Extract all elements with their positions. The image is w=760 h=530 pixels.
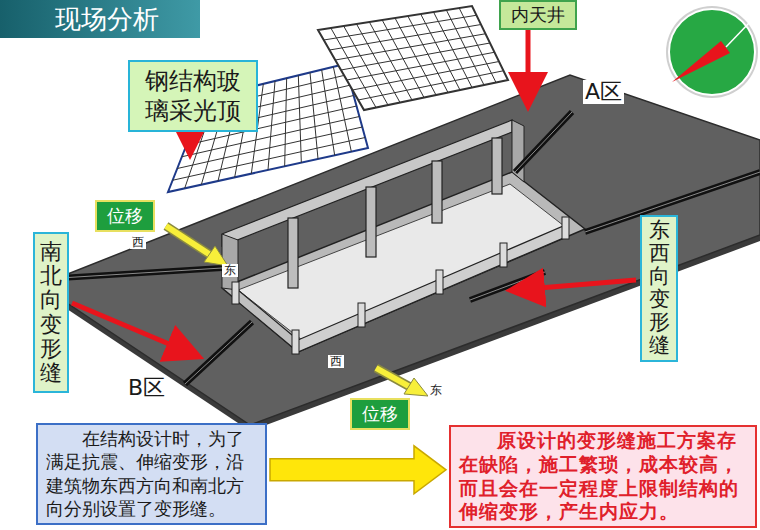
node-text: 东西向变形缝: [649, 219, 670, 358]
node-text: 位移: [356, 403, 404, 425]
direction-label: 西: [130, 236, 146, 249]
title-text: 现场分析: [55, 0, 200, 38]
zone-label: B区: [126, 376, 167, 400]
direction-label: 西: [328, 355, 344, 368]
node-text: 原设计的变形缝施工方案存在缺陷，施工繁琐，成本较高，而且会在一定程度上限制结构的…: [459, 429, 747, 524]
vertical-callout: 南北向变形缝: [33, 232, 69, 393]
displacement-arrows: [166, 226, 428, 396]
node-text: 位移: [101, 205, 149, 227]
node-text: 内天井: [505, 4, 571, 26]
block-arrow: [270, 446, 446, 494]
vertical-callout: 东西向变形缝: [640, 215, 678, 362]
title-banner: 现场分析: [0, 0, 200, 38]
left-parapet: [238, 290, 298, 352]
callout-box: 内天井: [499, 0, 577, 30]
displacement-tag: 位移: [350, 398, 410, 430]
zone-label: A区: [583, 80, 624, 104]
courtyard-wall: [222, 172, 585, 352]
courtyard-floor: [238, 184, 568, 340]
compass: [666, 6, 758, 98]
note-box: 在结构设计时，为了满足抗震、伸缩变形，沿建筑物东西方向和南北方向分别设置了变形缝…: [36, 423, 267, 525]
direction-label: 东: [222, 264, 238, 277]
callout-arrows: [72, 30, 636, 355]
conclusion-box: 原设计的变形缝施工方案存在缺陷，施工繁琐，成本较高，而且会在一定程度上限制结构的…: [449, 425, 757, 528]
node-text: 在结构设计时，为了满足抗震、伸缩变形，沿建筑物东西方向和南北方向分别设置了变形缝…: [46, 427, 257, 521]
callout-box: 钢结构玻璃采光顶: [128, 60, 258, 132]
displacement-tag: 位移: [95, 200, 155, 232]
direction-label: 东: [428, 384, 444, 397]
node-text: 钢结构玻璃采光顶: [145, 66, 241, 126]
deformation-joints: [60, 112, 760, 384]
node-text: 南北向变形缝: [40, 240, 62, 385]
parapet-posts: [232, 217, 569, 354]
glass-roof-right: [318, 6, 508, 110]
